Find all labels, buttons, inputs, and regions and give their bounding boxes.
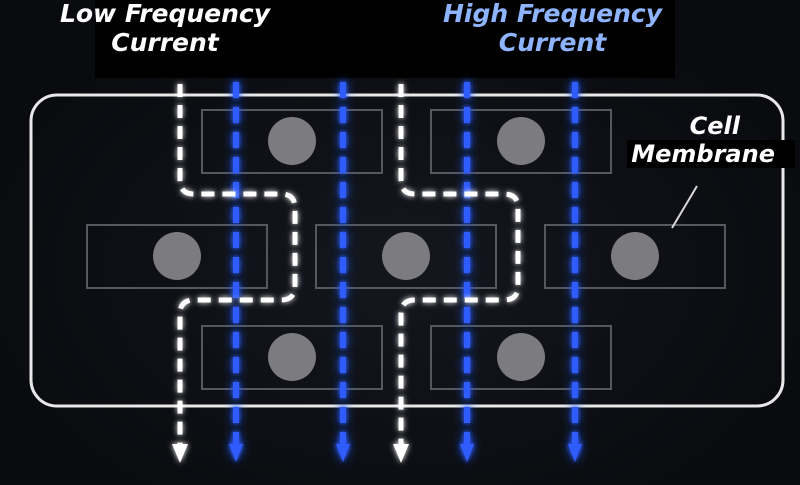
high-frequency-path <box>460 82 474 462</box>
low-frequency-label-line1: Low Frequency <box>59 0 271 28</box>
cell-membrane-label: Cell Membrane <box>605 112 795 168</box>
high-frequency-path <box>336 82 350 462</box>
high-frequency-label-line2: Current <box>498 28 607 57</box>
cell-membrane-label-line2: Membrane <box>627 140 795 168</box>
low-frequency-label-line2: Current <box>111 28 219 57</box>
cell-nucleus <box>497 117 545 165</box>
cell-nucleus <box>382 232 430 280</box>
cell-group <box>86 109 726 390</box>
arrow-down-icon <box>393 444 409 463</box>
cell <box>201 109 383 174</box>
low-frequency-label: Low Frequency Current <box>40 0 290 57</box>
cell-nucleus <box>153 232 201 280</box>
low-frequency-path <box>393 84 521 463</box>
cell <box>430 325 612 390</box>
arrow-down-icon <box>336 444 350 462</box>
cell-nucleus <box>268 117 316 165</box>
high-frequency-label-line1: High Frequency <box>442 0 663 28</box>
high-frequency-path <box>568 82 582 462</box>
cell <box>430 109 612 174</box>
high-frequency-label: High Frequency Current <box>425 0 680 57</box>
cell <box>201 325 383 390</box>
low-frequency-path <box>172 84 298 463</box>
header-band <box>95 0 675 78</box>
cell <box>315 224 497 289</box>
high-frequency-paths <box>229 82 582 462</box>
tissue-outline <box>29 93 785 408</box>
arrow-down-icon <box>172 444 188 463</box>
cell <box>544 224 726 289</box>
high-frequency-path <box>229 82 243 462</box>
cell-nucleus <box>268 333 316 381</box>
cell-nucleus <box>497 333 545 381</box>
cell <box>86 224 268 289</box>
membrane-pointer-line <box>671 185 698 229</box>
cell-nucleus <box>611 232 659 280</box>
arrow-down-icon <box>229 444 243 462</box>
cell-membrane-label-line1: Cell <box>689 112 740 140</box>
arrow-down-icon <box>460 444 474 462</box>
low-frequency-paths <box>172 84 521 463</box>
arrow-down-icon <box>568 444 582 462</box>
